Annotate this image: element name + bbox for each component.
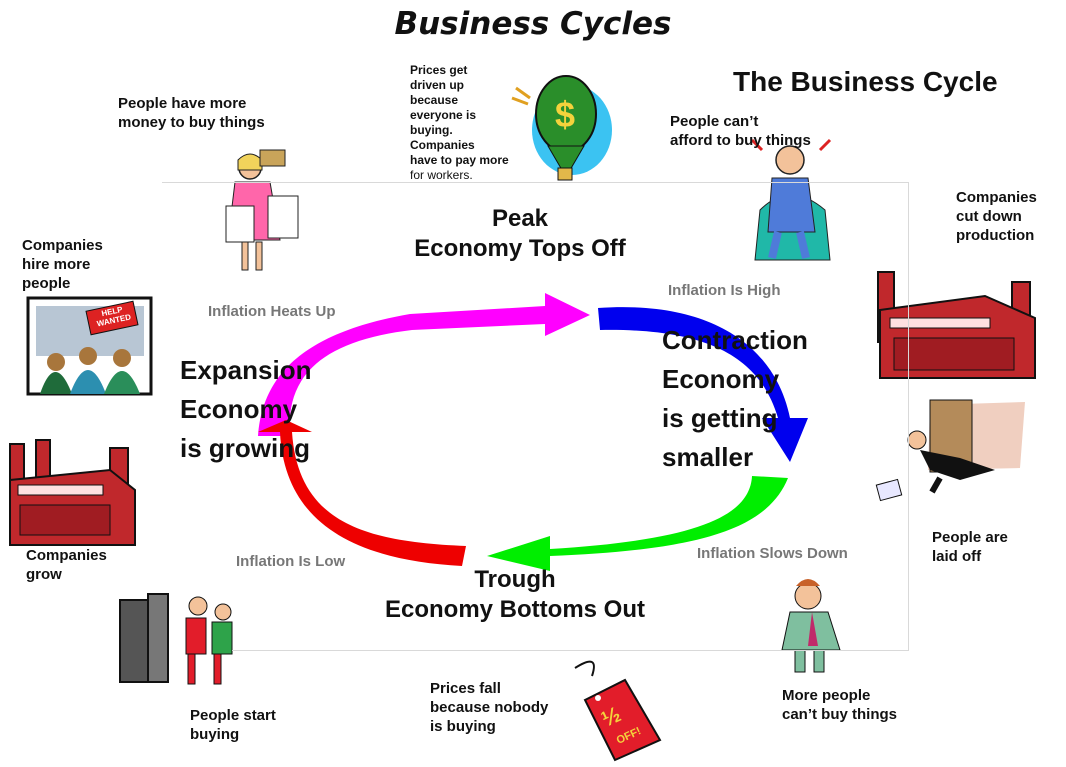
contraction-line2: Economy xyxy=(662,364,780,394)
note-grow-l1: Companies xyxy=(26,547,107,564)
note-start-buying-l2: buying xyxy=(190,726,240,743)
worried-man-illustration xyxy=(781,579,841,673)
note-grow: Companies grow xyxy=(26,546,107,584)
expansion-line1: Expansion xyxy=(180,355,312,385)
note-more-money-l1: People have more xyxy=(118,95,247,112)
note-hire-more-l1: Companies xyxy=(22,237,103,254)
expansion-arrow xyxy=(258,293,590,436)
note-prices-fall-l1: Prices fall xyxy=(430,680,501,697)
laid-off-illustration xyxy=(875,399,1025,502)
note-prices-up-l1: Prices get xyxy=(410,63,468,77)
factory-right-illustration xyxy=(877,271,1036,379)
inflation-heats-up: Inflation Heats Up xyxy=(208,303,336,320)
inflation-low: Inflation Is Low xyxy=(236,553,346,570)
note-laid-off-l2: laid off xyxy=(932,548,982,565)
contraction-line3: is getting xyxy=(662,403,778,433)
note-hire-more-l3: people xyxy=(22,275,71,292)
money-balloon-illustration xyxy=(511,75,612,181)
note-prices-up-l8: for workers. xyxy=(410,168,473,182)
note-prices-up-l3: because xyxy=(410,93,459,107)
help-wanted-illustration xyxy=(26,296,153,396)
note-cant-buy-l1: More people xyxy=(782,687,871,704)
note-hire-more-l2: hire more xyxy=(22,256,91,273)
note-prices-up-l6: Companies xyxy=(410,138,475,152)
note-laid-off-l1: People are xyxy=(932,529,1008,546)
contraction-arrow xyxy=(598,307,808,462)
inflation-high: Inflation Is High xyxy=(668,282,781,299)
contraction-line1: Contraction xyxy=(662,325,808,355)
people-buying-illustration xyxy=(119,593,233,685)
note-laid-off: People are laid off xyxy=(932,528,1008,566)
page-title: Business Cycles xyxy=(394,6,672,42)
recovery-arrow xyxy=(487,476,788,571)
note-prices-fall-l2: because nobody xyxy=(430,699,549,716)
note-cut-production-l2: cut down xyxy=(956,208,1022,225)
note-cant-buy: More people can’t buy things xyxy=(782,686,897,724)
diagram-frame xyxy=(162,182,909,651)
factory-left-illustration xyxy=(9,439,136,546)
note-cut-production-l1: Companies xyxy=(956,189,1037,206)
peak-desc: Economy Tops Off xyxy=(414,235,626,262)
note-prices-fall-l3: is buying xyxy=(430,718,496,735)
peak-label: Peak Economy Tops Off xyxy=(350,204,690,264)
note-grow-l2: grow xyxy=(26,566,62,583)
stressed-man-illustration xyxy=(750,138,832,261)
note-start-buying: People start buying xyxy=(190,706,276,744)
note-more-money-l2: money to buy things xyxy=(118,114,265,131)
expansion-line2: Economy xyxy=(180,394,298,424)
contraction-line4: smaller xyxy=(662,442,754,472)
expansion-line3: is growing xyxy=(180,433,310,463)
note-prices-up-l7: have to pay more xyxy=(410,153,509,167)
diagram-frame-bottom xyxy=(232,650,909,651)
note-cut-production: Companies cut down production xyxy=(956,188,1037,245)
trough-desc: Economy Bottoms Out xyxy=(384,596,645,623)
note-cant-afford: People can’t afford to buy things xyxy=(670,112,811,150)
note-more-money: People have more money to buy things xyxy=(118,94,265,132)
inflation-slows-down: Inflation Slows Down xyxy=(697,545,848,562)
shopper-illustration xyxy=(225,149,299,271)
note-prices-up: Prices get driven up because everyone is… xyxy=(410,63,509,183)
diagram-title: The Business Cycle xyxy=(733,66,998,97)
peak-name: Peak xyxy=(491,205,549,232)
note-cant-buy-l2: can’t buy things xyxy=(782,706,898,723)
note-prices-up-l4: everyone is xyxy=(410,108,477,122)
note-prices-up-l5: buying. xyxy=(410,123,453,137)
note-cant-afford-l2: afford to buy things xyxy=(670,132,811,149)
expansion-label: Expansion Economy is growing xyxy=(180,351,311,468)
trough-label: Trough Economy Bottoms Out xyxy=(300,565,730,625)
note-cant-afford-l1: People can’t xyxy=(670,113,759,130)
dollar-sign: $ xyxy=(555,94,576,135)
growth-arrow xyxy=(258,420,466,566)
note-cut-production-l3: production xyxy=(956,227,1035,244)
trough-name: Trough xyxy=(474,566,556,593)
sale-tag-illustration xyxy=(574,660,662,762)
note-prices-up-l2: driven up xyxy=(410,78,465,92)
note-start-buying-l1: People start xyxy=(190,707,276,724)
note-prices-fall: Prices fall because nobody is buying xyxy=(430,679,548,736)
note-hire-more: Companies hire more people xyxy=(22,236,103,293)
contraction-label: Contraction Economy is getting smaller xyxy=(662,321,808,477)
